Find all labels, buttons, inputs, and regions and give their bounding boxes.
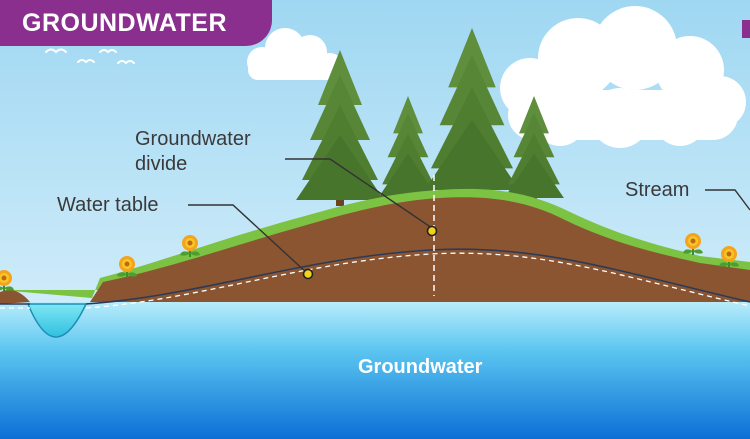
groundwater-zone (0, 302, 750, 439)
label-groundwater-divide-line1: Groundwater (135, 128, 251, 150)
label-stream: Stream (625, 179, 690, 201)
label-groundwater: Groundwater (358, 356, 483, 378)
label-water-table: Water table (57, 194, 159, 216)
cloud-icon (500, 6, 746, 148)
stream-basin (26, 303, 88, 338)
water-table-line (0, 248, 750, 305)
left-bank (0, 290, 30, 304)
label-groundwater-divide-line2: divide (135, 153, 188, 175)
water-table-dashes (0, 252, 750, 309)
page-title: GROUNDWATER (22, 9, 228, 37)
cloud-icon (247, 28, 343, 80)
corner-tab (742, 20, 750, 38)
bird-icon (45, 48, 135, 65)
leader-groundwater-divide (285, 158, 433, 229)
leader-stream (705, 189, 750, 211)
leader-water-table (188, 204, 309, 275)
water-table-marker (302, 268, 314, 280)
leader-lines (188, 158, 750, 275)
title-banner: GROUNDWATER (0, 0, 272, 46)
divide-marker (426, 225, 438, 237)
